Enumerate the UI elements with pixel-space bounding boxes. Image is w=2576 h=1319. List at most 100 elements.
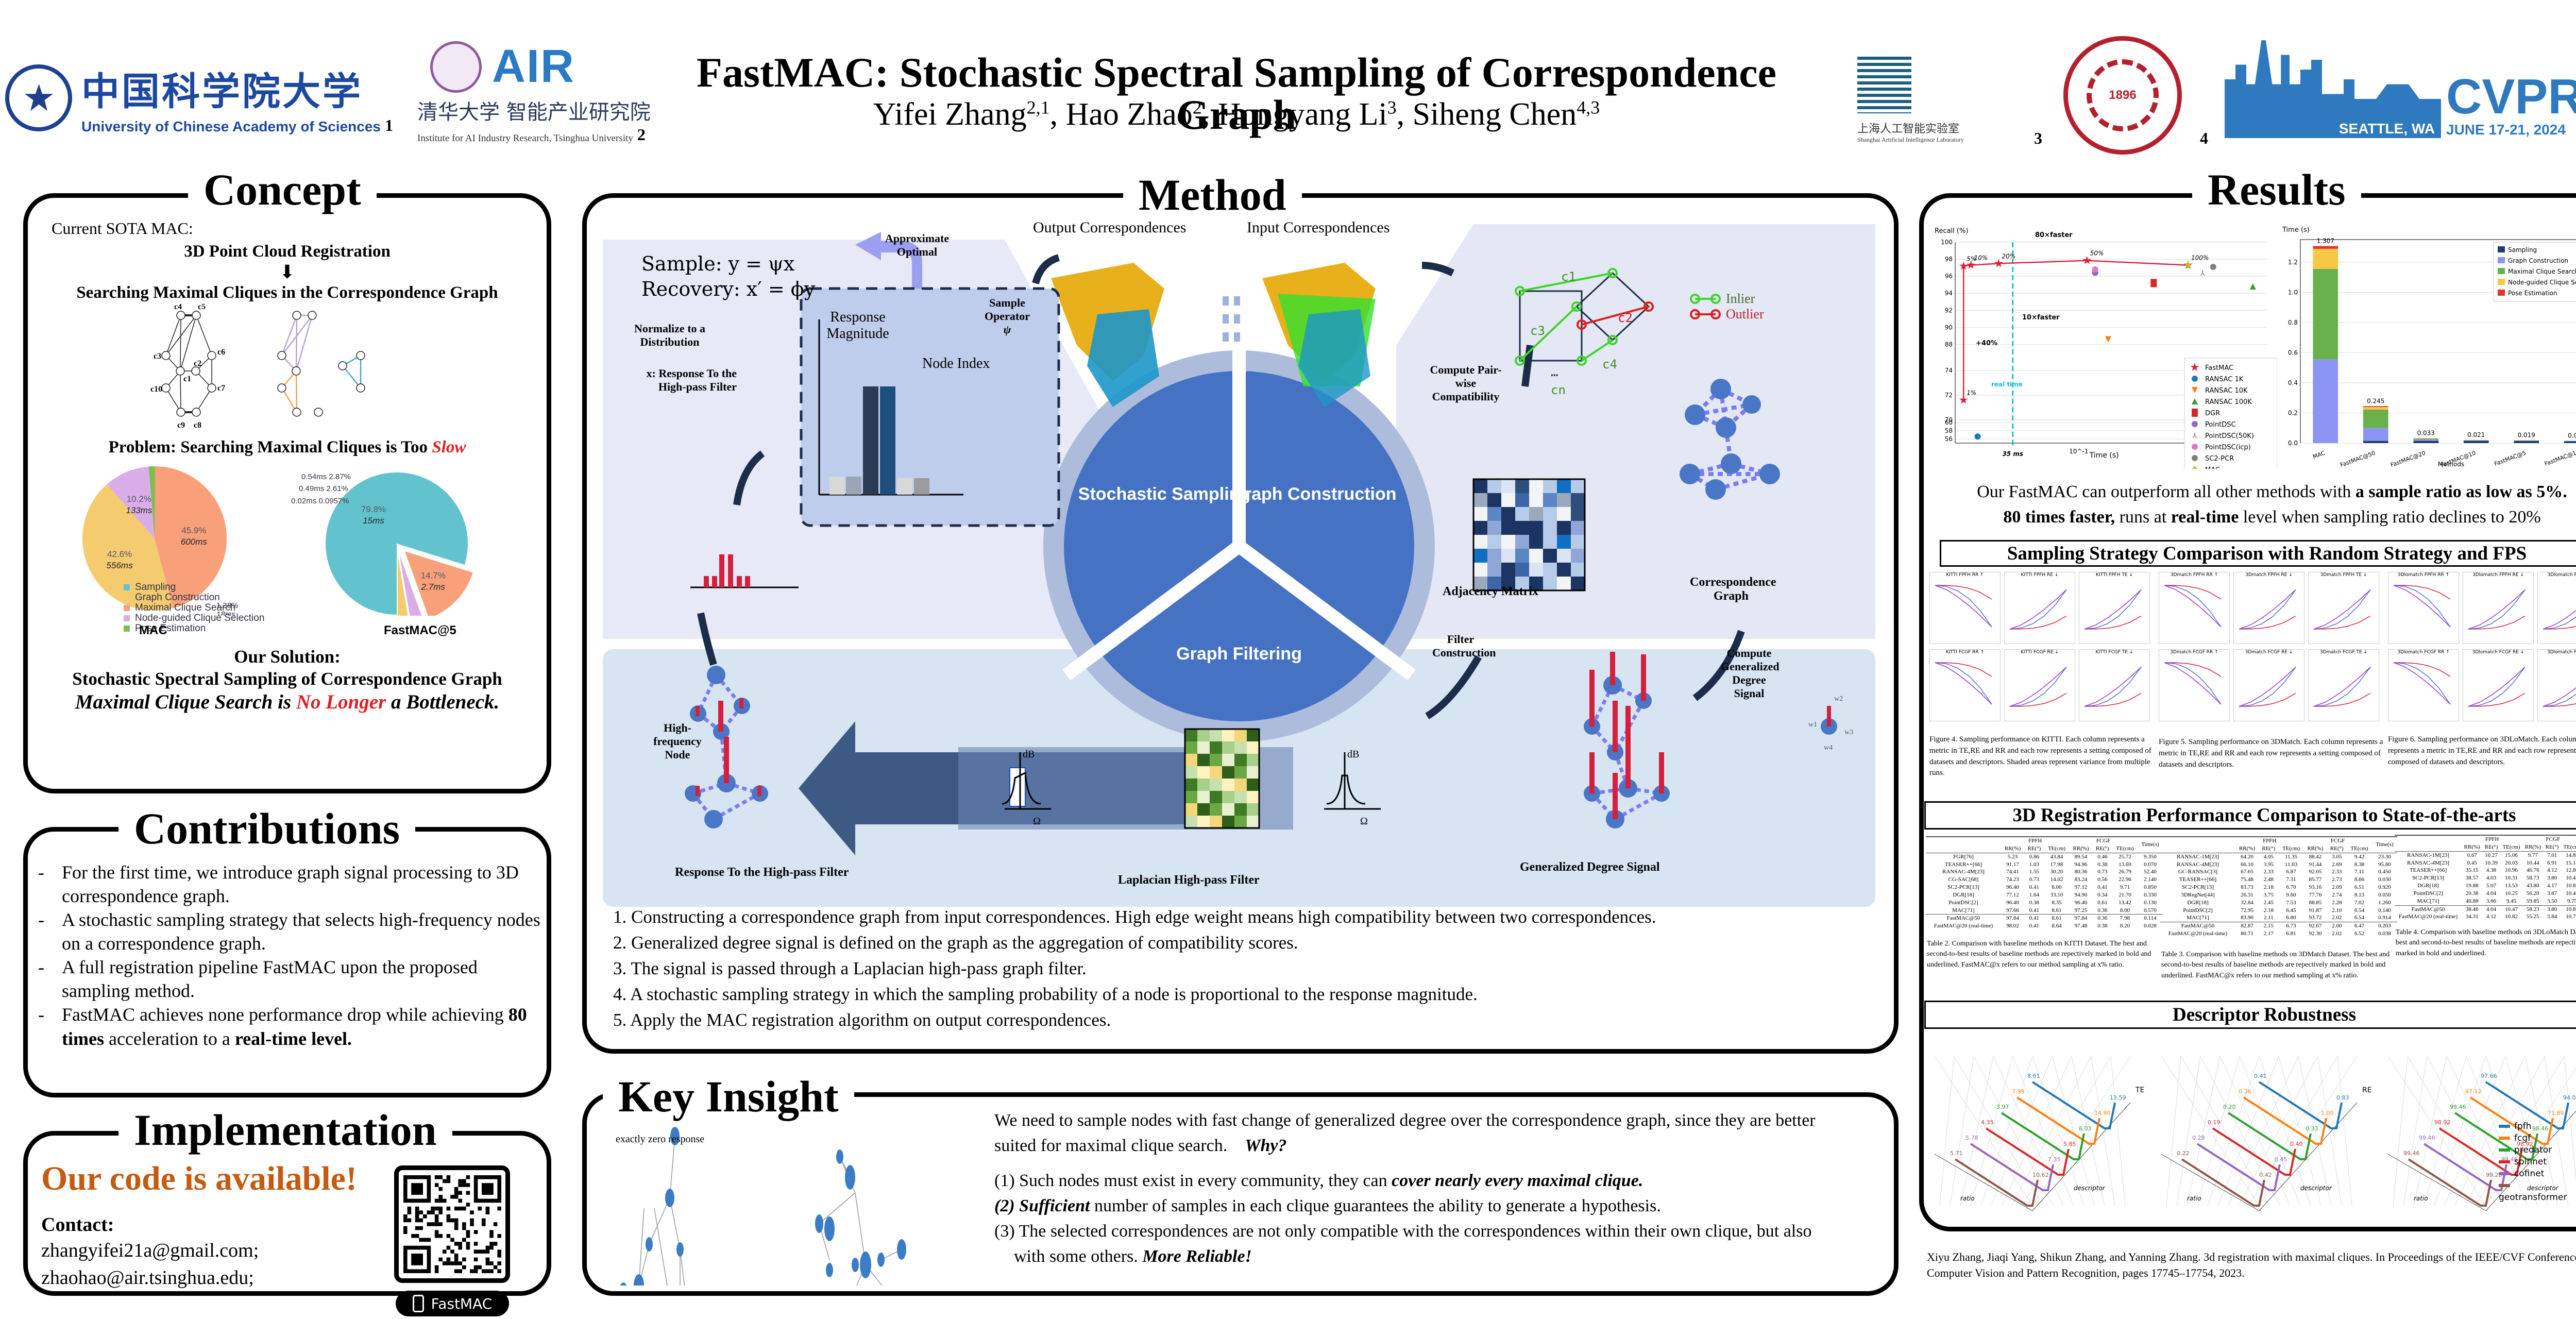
outlier-legend: Outlier [1726, 307, 1764, 322]
legend-label: RANSAC 10K [2205, 387, 2248, 395]
legend-item: Graph Construction [124, 592, 264, 603]
cycle-dividers [1062, 340, 1416, 681]
contribution-item: A stochastic sampling strategy that sele… [26, 908, 546, 955]
implementation-title: Implementation [118, 1108, 452, 1152]
descriptor-series-line [2196, 1143, 2281, 1191]
legend-marker [2192, 376, 2198, 382]
data-point: ★ [1958, 259, 1969, 272]
cycle-stochastic-sampling: Stochastic Sampling [1078, 484, 1250, 504]
output-correspondence-cloud [1051, 263, 1164, 407]
bar-segment [2363, 410, 2388, 428]
bar-segment [2413, 438, 2439, 439]
shlab-chinese-name: 上海人工智能实验室 [1857, 123, 1960, 136]
svg-text:c4: c4 [174, 304, 182, 311]
bar-total-label: 0.015 [2568, 432, 2576, 439]
svg-text:c1: c1 [183, 375, 191, 383]
legend-item: Sampling [124, 582, 264, 593]
value-label: 6.03 [2079, 1125, 2092, 1132]
descriptor-series-line [2258, 1081, 2343, 1129]
air-logo: AIR 清华大学 智能产业研究院 Institute for AI Indust… [417, 40, 651, 144]
pairwise-compatibility-label: Compute Pair-wise Compatibility [1430, 363, 1502, 403]
axis-label: TE [2135, 1086, 2144, 1094]
pie-small-label: 0.02ms 0.0957% [291, 497, 349, 505]
legend-label: Sampling [2508, 246, 2537, 253]
svg-text:c6: c6 [217, 348, 225, 357]
table-caption: Table 2. Comparison with baseline method… [1927, 940, 2151, 969]
pie-time-label: 133ms [126, 505, 152, 515]
value-label: 98.46 [2532, 1125, 2549, 1132]
svg-text:c5: c5 [198, 304, 206, 311]
data-point: ⅄ [2200, 270, 2205, 278]
value-label: 99.46 [2450, 1104, 2466, 1110]
data-point: ★ [1966, 259, 1976, 272]
value-label: 3.97 [1996, 1104, 2009, 1110]
legend-label: PointDSC(50K) [2205, 432, 2254, 440]
value-label: 98.92 [2517, 1141, 2533, 1147]
qr-code-icon [403, 1175, 501, 1273]
value-label: 0.41 [2254, 1073, 2267, 1079]
point-label: 100% [2191, 255, 2209, 262]
contact-label: Contact: [41, 1214, 114, 1236]
point-label: 5% [1967, 255, 1976, 262]
reference-citation: Xiyu Zhang, Jiaqi Yang, Shikun Zhang, an… [1927, 1250, 2576, 1279]
table-caption: Table 4. Comparison with baseline method… [2396, 928, 2576, 957]
legend-label: DGR [2205, 410, 2220, 417]
qr-code[interactable] [394, 1165, 510, 1283]
pie-percent-label: 79.8% [361, 504, 386, 514]
axis-label: descriptor [2074, 1185, 2106, 1192]
descriptor-series-line [2181, 1158, 2265, 1207]
pie-slice [397, 554, 408, 616]
bar-segment [2413, 439, 2439, 441]
email-link[interactable]: zhangyifei21a@gmail.com; [41, 1240, 259, 1261]
code-available-link[interactable]: Our code is available! [41, 1160, 357, 1197]
descriptor-series-line [2485, 1081, 2569, 1129]
y-tick-label: 96 [1945, 273, 1953, 280]
ucas-chinese-name: 中国科学院大学 [81, 70, 363, 114]
method-title: Method [1123, 173, 1302, 217]
down-arrow-icon: ⬇ [279, 262, 295, 282]
figure-caption: Figure 5. Sampling performance on 3DMatc… [2159, 738, 2383, 769]
annotation: +40% [1976, 340, 1997, 347]
pie-slice [326, 472, 468, 615]
svg-text:dB: dB [1023, 749, 1035, 760]
filter-construction-label: Filter Construction [1432, 633, 1496, 659]
response-hp-label: Response To the High-pass Filter [675, 866, 849, 879]
svg-text:Methods: Methods [2438, 461, 2464, 468]
input-correspondence-cloud [1262, 263, 1376, 407]
descriptor-series-line [2227, 1112, 2312, 1160]
legend-marker [2192, 398, 2198, 404]
cvpr-logo: SEATTLE, WA CVPR JUNE 17-21, 2024 [2225, 40, 2576, 138]
sampling-mini-chart: KITTI FCGF RR ↑ [1929, 649, 2001, 721]
pie-slice [107, 466, 155, 538]
value-label: 5.78 [1965, 1135, 1978, 1141]
svg-text:Time (s): Time (s) [2089, 451, 2119, 460]
legend-swatch [2498, 279, 2505, 285]
legend-marker: ⅄ [2192, 432, 2197, 440]
contributions-list: For the first time, we introduce graph s… [26, 860, 546, 1051]
annotation: real time [1991, 381, 2023, 388]
sampling-mini-chart: 3Dlomatch FPFH RE ↓ [2463, 572, 2534, 644]
y-tick-label: 90 [1945, 324, 1953, 331]
legend-item: spinnet [2499, 1156, 2576, 1168]
pie-small-label: 0.54ms 2.87% [301, 472, 351, 481]
data-point [1974, 433, 1981, 440]
value-label: 71.89 [2548, 1110, 2564, 1117]
svg-text:w4: w4 [1824, 744, 1833, 752]
sampling-mini-chart: KITTI FCGF TE ↓ [2079, 649, 2150, 721]
svg-text:c10: c10 [150, 385, 162, 394]
email-link[interactable]: zhaohao@air.tsinghua.edu; [41, 1267, 254, 1289]
descriptor-series-line [2438, 1127, 2523, 1176]
pie-percent-label: 10.2% [127, 494, 151, 504]
y-tick-label: 98 [1945, 256, 1953, 263]
axis-label: RE [2362, 1086, 2372, 1094]
value-label: 0.20 [2223, 1104, 2236, 1110]
data-point: ★ [2082, 254, 2092, 267]
x-tick-label: 10^-1 [2069, 448, 2088, 455]
